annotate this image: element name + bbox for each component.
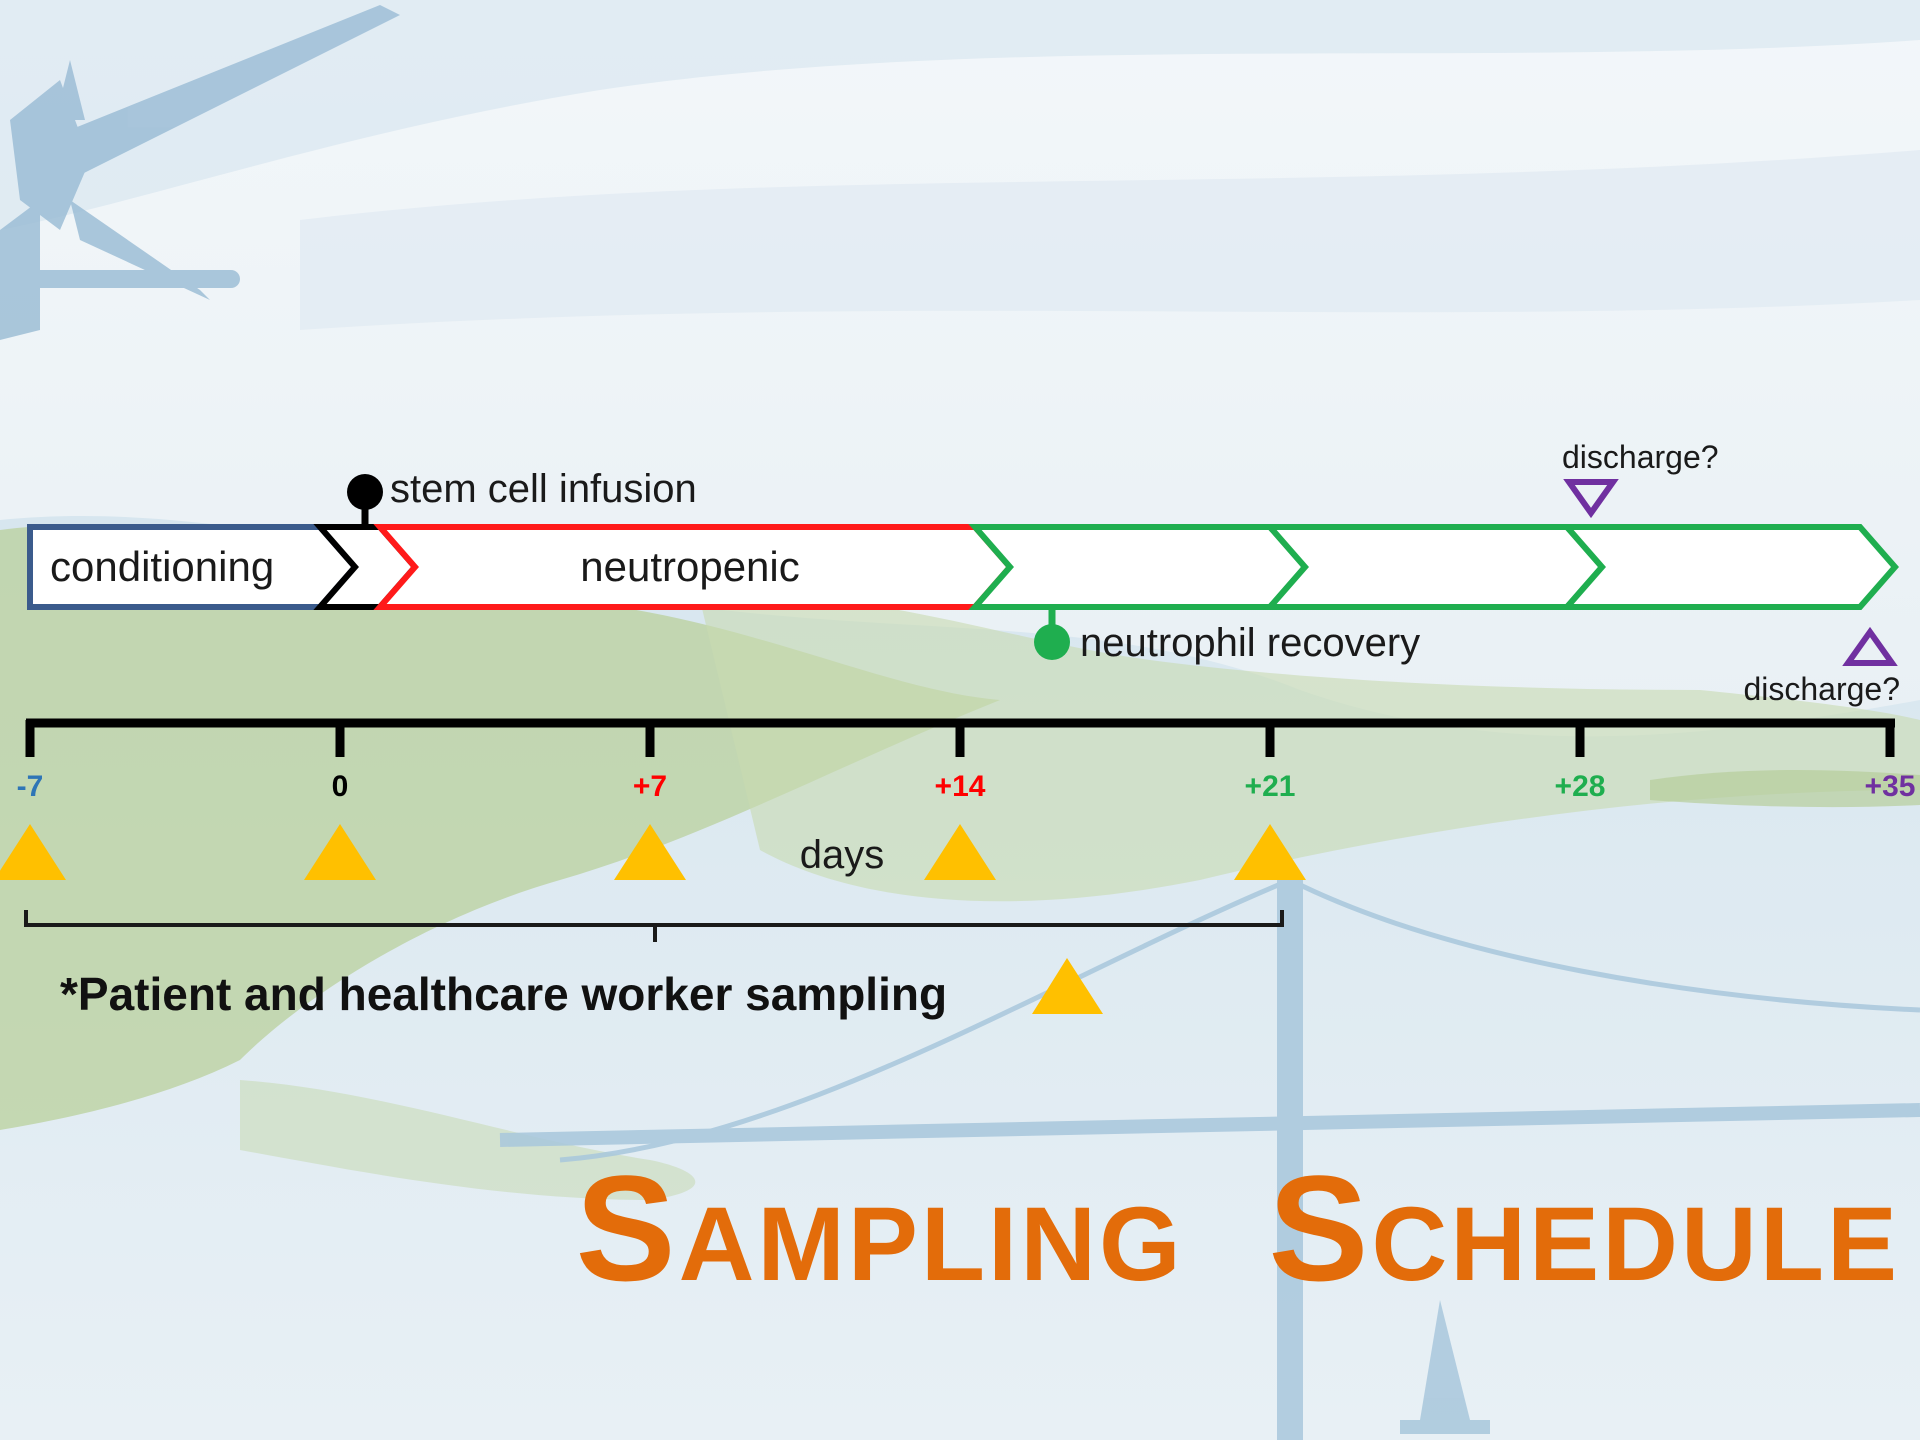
stem-cell-infusion-label: stem cell infusion [390, 467, 697, 511]
axis-tick-label: +28 [1555, 770, 1606, 803]
sampling-triangle [614, 824, 686, 880]
sampling-legend-text: *Patient and healthcare worker sampling [60, 968, 947, 1020]
phase-chevrons [27, 524, 1899, 610]
sampling-triangle [1234, 824, 1306, 880]
neutrophil-recovery-marker [1034, 607, 1070, 660]
sampling-legend-icon [1032, 958, 1103, 1014]
sampling-triangle [924, 824, 996, 880]
axis-tick-label: -7 [17, 770, 44, 803]
discharge-top-icon [1563, 479, 1619, 519]
axis-tick-labels: -7 0 +7 +14 +21 +28 +35 [17, 770, 1916, 803]
axis-tick-label: 0 [332, 770, 349, 803]
axis-label: days [800, 833, 885, 877]
sampling-triangle [304, 824, 376, 880]
title-word-2: Schedule [1268, 1144, 1900, 1312]
axis-tick-label: +21 [1245, 770, 1296, 803]
recovery-chevron-3 [1560, 524, 1899, 610]
axis-tick-label: +35 [1865, 770, 1916, 803]
discharge-bottom-icon [1842, 626, 1898, 666]
sampling-markers [0, 824, 1306, 880]
stem-cell-infusion-marker [347, 474, 383, 530]
axis-tick-label: +14 [935, 770, 986, 803]
recovery-chevron-1 [968, 524, 1309, 610]
page-title: Sampling Schedule [576, 1144, 1900, 1312]
discharge-top-label: discharge? [1562, 439, 1719, 475]
neutrophil-recovery-label: neutrophil recovery [1080, 621, 1420, 665]
discharge-bottom-label: discharge? [1743, 671, 1900, 707]
title-word-1: Sampling [576, 1144, 1184, 1312]
sampling-bracket [24, 910, 1284, 942]
conditioning-label: conditioning [50, 543, 274, 590]
axis-tick-label: +7 [633, 770, 667, 803]
sampling-triangle [0, 824, 66, 880]
recovery-chevron-2 [1263, 524, 1606, 610]
axis-ticks [25, 720, 1895, 757]
neutropenic-label: neutropenic [580, 543, 800, 590]
